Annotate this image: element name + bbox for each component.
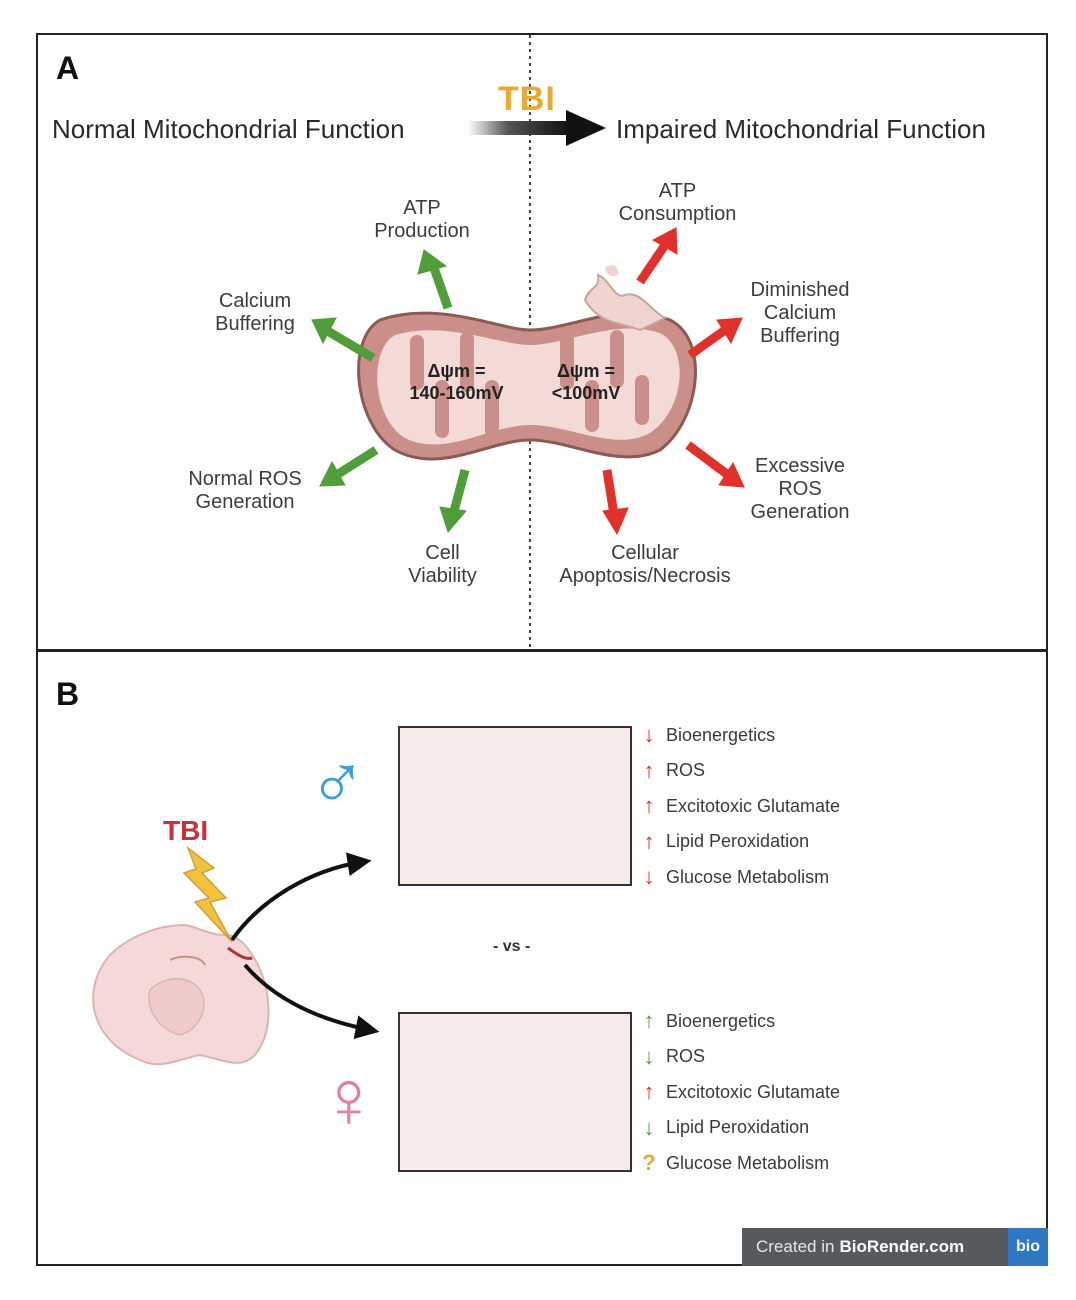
male-effect-item: ↑ Excitotoxic Glutamate [640, 791, 841, 821]
arrow-down-icon: ↓ [643, 722, 655, 747]
female-effect-label: Lipid Peroxidation [666, 1117, 810, 1137]
panel-a-label: A [56, 50, 80, 86]
normal-arrows [311, 249, 470, 534]
female-effect-item: ↑ Excitotoxic Glutamate [640, 1077, 841, 1107]
male-effect-label: Excitotoxic Glutamate [666, 795, 841, 816]
brain-illustration [92, 923, 270, 1066]
apoptosis-necrosis-label: Cellular Apoptosis/Necrosis [559, 542, 731, 587]
male-effect-item: ↑ Lipid Peroxidation [640, 827, 810, 857]
male-effect-item: ↑ ROS [640, 756, 706, 786]
arrow-up-icon: ↑ [643, 828, 655, 854]
mitochondrion-large [357, 265, 697, 461]
male-effect-label: Bioenergetics [666, 724, 776, 745]
impaired-function-title: Impaired Mitochondrial Function [616, 114, 986, 144]
cell-viability-label: Cell Viability [408, 542, 477, 587]
female-effect-label: Glucose Metabolism [666, 1152, 830, 1173]
male-effect-label: Lipid Peroxidation [666, 831, 810, 851]
tbi-arrow [468, 110, 606, 146]
male-effect-label: Glucose Metabolism [666, 866, 830, 887]
impaired-arrows [602, 227, 745, 536]
normal-membrane-potential: Δψm = 140-160mV [409, 361, 504, 403]
female-effect-label: ROS [666, 1046, 706, 1066]
arrow-up-icon: ↑ [643, 757, 655, 783]
question-mark-icon: ? [642, 1150, 656, 1175]
lightning-bolt-icon [182, 845, 233, 943]
male-effect-item: ↓ Bioenergetics [640, 720, 776, 750]
female-effect-item: ↓ ROS [640, 1042, 706, 1072]
impaired-membrane-potential: Δψm = <100mV [551, 361, 621, 403]
diminished-calcium-label: Diminished Calcium Buffering [750, 279, 850, 347]
female-effect-item: ↓ Lipid Peroxidation [640, 1113, 810, 1143]
female-effect-item: ↑ Bioenergetics [640, 1006, 776, 1036]
arrow-up-icon: ↑ [643, 1079, 655, 1104]
biorender-badge: Created in BioRender.com bio [742, 1228, 1048, 1266]
normal-function-title: Normal Mitochondrial Function [52, 114, 405, 144]
female-effect-label: Bioenergetics [666, 1010, 776, 1031]
arrow-up-icon: ↑ [643, 1008, 655, 1033]
female-effect-label: Excitotoxic Glutamate [666, 1081, 841, 1102]
calcium-buffering-label: Calcium Buffering [215, 290, 295, 335]
biorender-brand-text: BioRender.com [839, 1237, 965, 1256]
tbi-label-b: TBI [163, 815, 209, 846]
tbi-label-a: TBI [498, 80, 556, 118]
normal-ros-label: Normal ROS Generation [188, 468, 302, 513]
atp-consumption-label: ATP Consumption [618, 180, 737, 225]
arrow-down-icon: ↓ [643, 1114, 655, 1140]
male-symbol-icon: ♂ [308, 738, 367, 826]
female-symbol-icon: ♀ [318, 1054, 380, 1145]
male-effect-label: ROS [666, 760, 706, 780]
female-mitochondria-box [398, 1012, 632, 1172]
male-effect-item: ↓ Glucose Metabolism [640, 862, 830, 892]
atp-production-label: ATP Production [374, 197, 470, 242]
vs-label: - vs - [493, 938, 531, 955]
arrow-down-icon: ↓ [643, 864, 655, 889]
created-in-text: Created in [756, 1237, 835, 1256]
arrow-to-male [230, 852, 372, 942]
panel-b-label: B [56, 676, 80, 712]
female-effect-item: ? Glucose Metabolism [640, 1148, 829, 1178]
excessive-ros-label: Excessive ROS Generation [750, 455, 850, 523]
arrow-to-female [243, 963, 380, 1039]
arrow-up-icon: ↑ [643, 793, 655, 818]
biorender-logo-icon: bio [1008, 1228, 1048, 1266]
arrow-down-icon: ↓ [643, 1043, 655, 1069]
male-mitochondria-box [398, 726, 632, 886]
